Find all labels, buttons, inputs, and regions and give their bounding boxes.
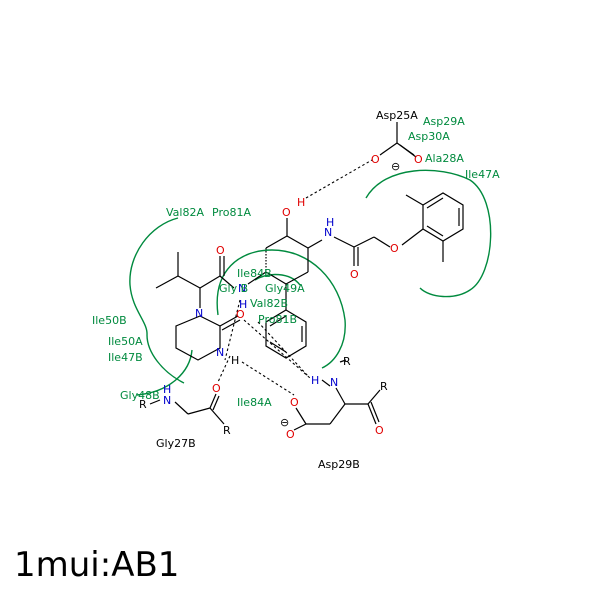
atom-charge: ⊖ [391,160,400,173]
atom-r: R [380,380,388,393]
atom-n: N [238,282,246,295]
phenyl-ring-top [422,192,464,242]
atom-o: O [212,382,221,395]
residue-ile47a: Ile47A [465,168,500,181]
hbond-oh-asp25a [305,159,373,199]
atom-o: O [375,424,384,437]
atom-o: O [350,268,359,281]
residue-ile84b: Ile84B [237,267,272,280]
atom-labels: O O ⊖ O H N H O O O N H N O N H H N R O … [139,153,423,441]
hydrogen-bonds [217,159,373,396]
residue-ile50a: Ile50A [108,335,143,348]
residue-gly48b: Gly48B [120,389,160,402]
atom-charge: ⊖ [280,416,289,429]
residue-gly49a: Gly49A [265,282,305,295]
atom-h: H [231,354,239,367]
residue-pro81a: Pro81A [212,206,251,219]
arc-center-small [254,273,301,286]
residue-asp29a: Asp29A [423,115,465,128]
residue-ile84a: Ile84A [237,396,272,409]
arc-val82a-ile50b [129,217,185,384]
atom-r: R [343,355,351,368]
residue-ala28a: Ala28A [425,152,464,165]
residue-ile50b: Ile50B [92,314,127,327]
atom-n: N [330,376,338,389]
atom-o: O [371,153,380,166]
arc-ala28a-ile47a [365,169,492,298]
hbond-h-asp29b [241,361,295,396]
hbond-nh-gly27b [217,355,231,383]
atom-h: H [326,216,334,229]
atom-o: O [390,242,399,255]
atom-h: H [297,196,305,209]
residue-gly-b: Gly B [219,282,248,295]
atom-n: N [324,226,332,239]
bonds [155,122,464,361]
atom-h: H [311,374,319,387]
arc-ile84b-gly49a [216,249,346,369]
residue-pro81b: Pro81B [258,313,297,326]
atom-o: O [216,244,225,257]
atom-n: N [163,394,171,407]
atom-o: O [236,308,245,321]
pdb-id-label: 1mui:AB1 [14,545,180,585]
atom-r: R [139,398,147,411]
phenyl-ring-bottom [265,309,307,359]
contact-arcs [129,169,492,396]
atom-h: H [163,383,171,396]
atom-h: H [239,298,247,311]
residue-val82b: Val82B [250,297,288,310]
gly27b-fragment [149,393,225,425]
pyrimidinone-ring [175,315,221,361]
hbond-benzyl-asp29b-nh [257,321,309,377]
residue-ile47b: Ile47B [108,351,143,364]
residue-val82a: Val82A [166,206,204,219]
residue-labels: Asp25A Asp29A Asp30A Ala28A Ile47A Val82… [92,109,500,471]
atom-r: R [223,424,231,437]
hbond-ring-gly48b [224,299,241,361]
residue-asp29b: Asp29B [318,458,360,471]
atom-o: O [286,428,295,441]
residue-asp25a: Asp25A [376,109,418,122]
asp29b-fragment [293,359,381,431]
residue-asp30a: Asp30A [408,130,450,143]
atom-n: N [216,346,224,359]
atom-o: O [414,153,423,166]
atom-n: N [195,307,203,320]
residue-gly27b: Gly27B [156,437,196,450]
atom-o: O [290,396,299,409]
atom-o: O [282,206,291,219]
